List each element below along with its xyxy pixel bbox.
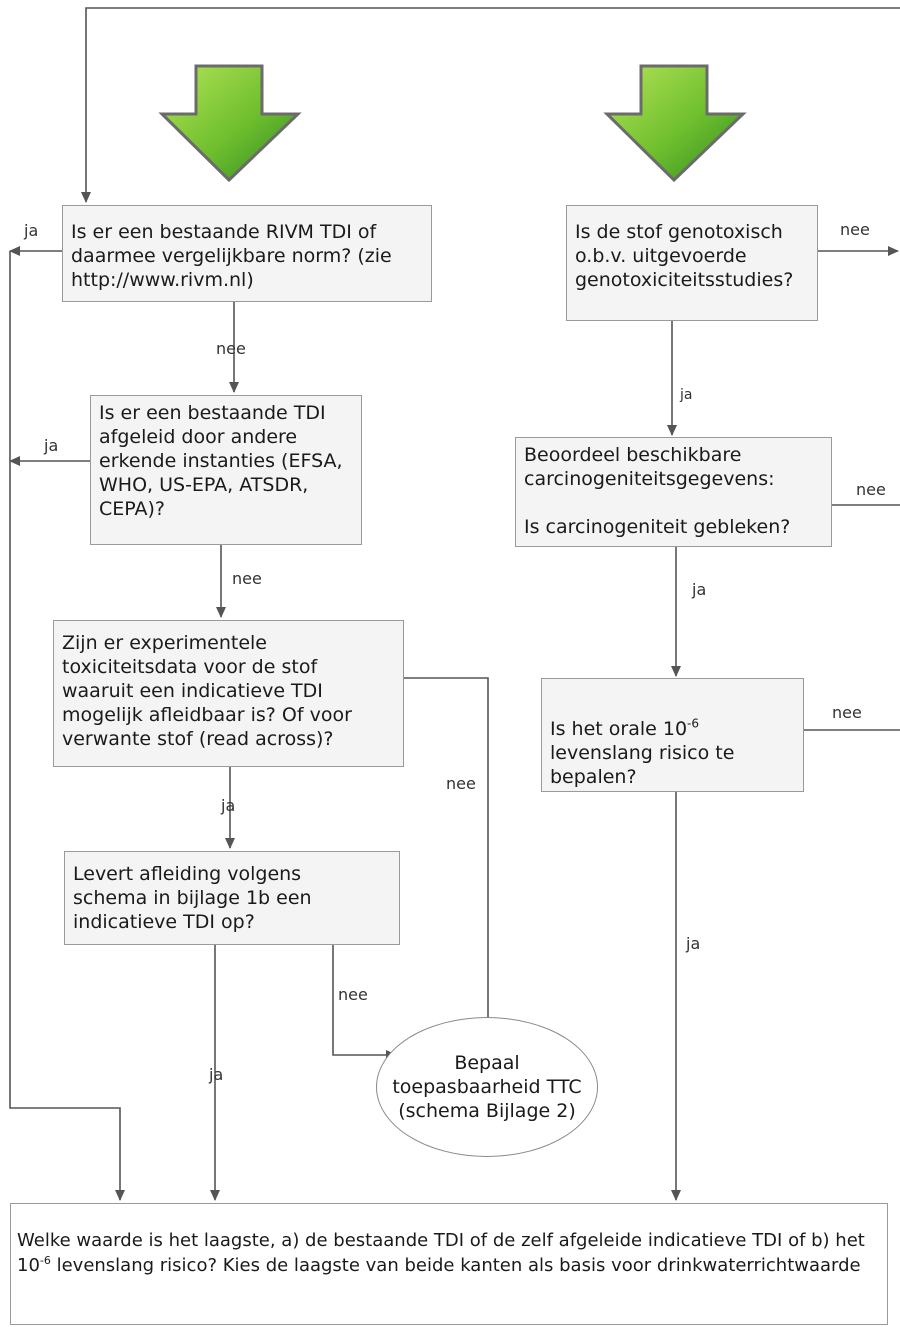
label-nee-risk: nee [832, 703, 862, 722]
final-text-exponent: -6 [39, 1254, 51, 1267]
connector-nee-exp [404, 677, 493, 1031]
question-carcinogenicity: Beoordeel beschikbare carcinogeniteitsge… [515, 437, 832, 547]
label-ja-bijlage: ja [209, 1065, 224, 1084]
question-experimental-data: Zijn er experimentele toxiciteitsdata vo… [53, 620, 404, 767]
question-rivm-tdi: Is er een bestaande RIVM TDI of daarmee … [62, 205, 432, 302]
label-nee-exp: nee [446, 774, 476, 793]
final-decision-box: Welke waarde is het laagste, a) de besta… [10, 1203, 888, 1325]
label-ja-rivm: ja [24, 221, 39, 240]
final-text-pre: Welke waarde is het laagste, a) de besta… [17, 1230, 865, 1276]
question-genotox: Is de stof genotoxisch o.b.v. uitgevoerd… [566, 205, 818, 321]
question-bijlage-1b: Levert afleiding volgens schema in bijla… [64, 851, 400, 945]
label-nee-rivm: nee [216, 339, 246, 358]
risk-text-exponent: -6 [687, 716, 699, 731]
risk-text-post: levenslang risico te bepalen? [550, 742, 735, 788]
ttc-ellipse: Bepaal toepasbaarheid TTC (schema Bijlag… [376, 1017, 598, 1157]
final-text-post: levenslang risico? Kies de laagste van b… [50, 1255, 861, 1276]
risk-text-pre: Is het orale 10 [550, 718, 688, 740]
label-nee-genotox: nee [840, 220, 870, 239]
question-risk-level: Is het orale 10-6 levenslang risico te b… [541, 678, 804, 792]
label-ja-other: ja [44, 436, 59, 455]
green-down-arrow-icon [603, 64, 747, 183]
label-nee-other: nee [232, 569, 262, 588]
label-ja-risk: ja [686, 934, 701, 953]
connector-nee-bijlage [332, 945, 397, 1060]
connector-top-loop [81, 7, 900, 203]
question-other-tdi: Is er een bestaande TDI afgeleid door an… [90, 395, 362, 545]
green-down-arrow-icon [158, 64, 302, 183]
label-nee-carcino: nee [856, 480, 886, 499]
label-ja-genotox: ja [680, 387, 693, 403]
connector-left-bus [9, 251, 125, 1201]
label-ja-carcino: ja [692, 580, 707, 599]
label-ja-exp: ja [221, 796, 236, 815]
label-nee-bijlage: nee [338, 985, 368, 1004]
